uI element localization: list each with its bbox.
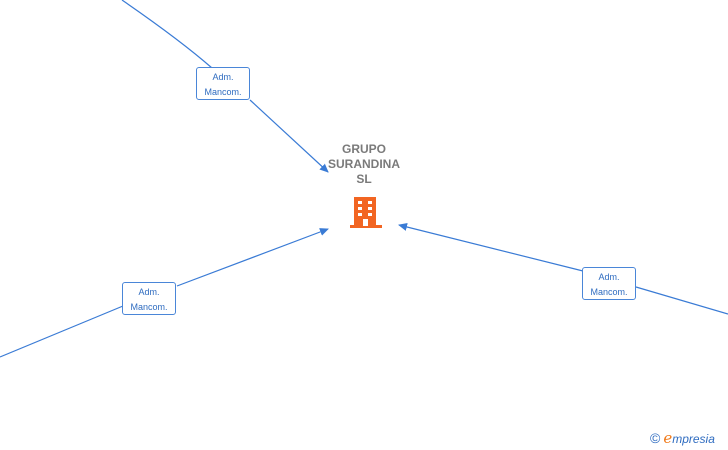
company-name-line-1: GRUPO bbox=[341, 142, 386, 156]
edge-label-left[interactable]: Adm. Mancom. bbox=[122, 282, 176, 315]
edge-label-right[interactable]: Adm. Mancom. bbox=[582, 267, 636, 300]
edge-label-line-1: Adm. bbox=[212, 72, 234, 82]
edge-line-top bbox=[121, 0, 213, 69]
edge-line-right bbox=[635, 286, 728, 315]
company-name-line-2: SURANDINA bbox=[328, 157, 400, 171]
company-node-label[interactable]: GRUPO SURANDINA SL bbox=[314, 142, 414, 187]
company-name-line-3: SL bbox=[356, 172, 372, 186]
edge-line-right-arrow bbox=[398, 223, 584, 272]
edge-label-line-2: Mancom. bbox=[130, 302, 168, 312]
brand-logo-text: mpresia bbox=[672, 432, 715, 446]
brand-watermark[interactable]: © empresia bbox=[650, 428, 715, 448]
edge-label-line-2: Mancom. bbox=[590, 287, 628, 297]
edge-label-line-1: Adm. bbox=[138, 287, 160, 297]
building-icon[interactable] bbox=[349, 194, 383, 230]
edge-label-top[interactable]: Adm. Mancom. bbox=[196, 67, 250, 100]
brand-logo: empresia bbox=[663, 429, 715, 447]
edge-line-top-arrow bbox=[249, 99, 329, 173]
edge-label-line-1: Adm. bbox=[598, 272, 620, 282]
brand-logo-initial: e bbox=[663, 429, 673, 447]
edge-line-left bbox=[0, 305, 124, 358]
edge-line-left-arrow bbox=[176, 228, 329, 287]
copyright-icon: © bbox=[650, 430, 661, 446]
edge-label-line-2: Mancom. bbox=[204, 87, 242, 97]
